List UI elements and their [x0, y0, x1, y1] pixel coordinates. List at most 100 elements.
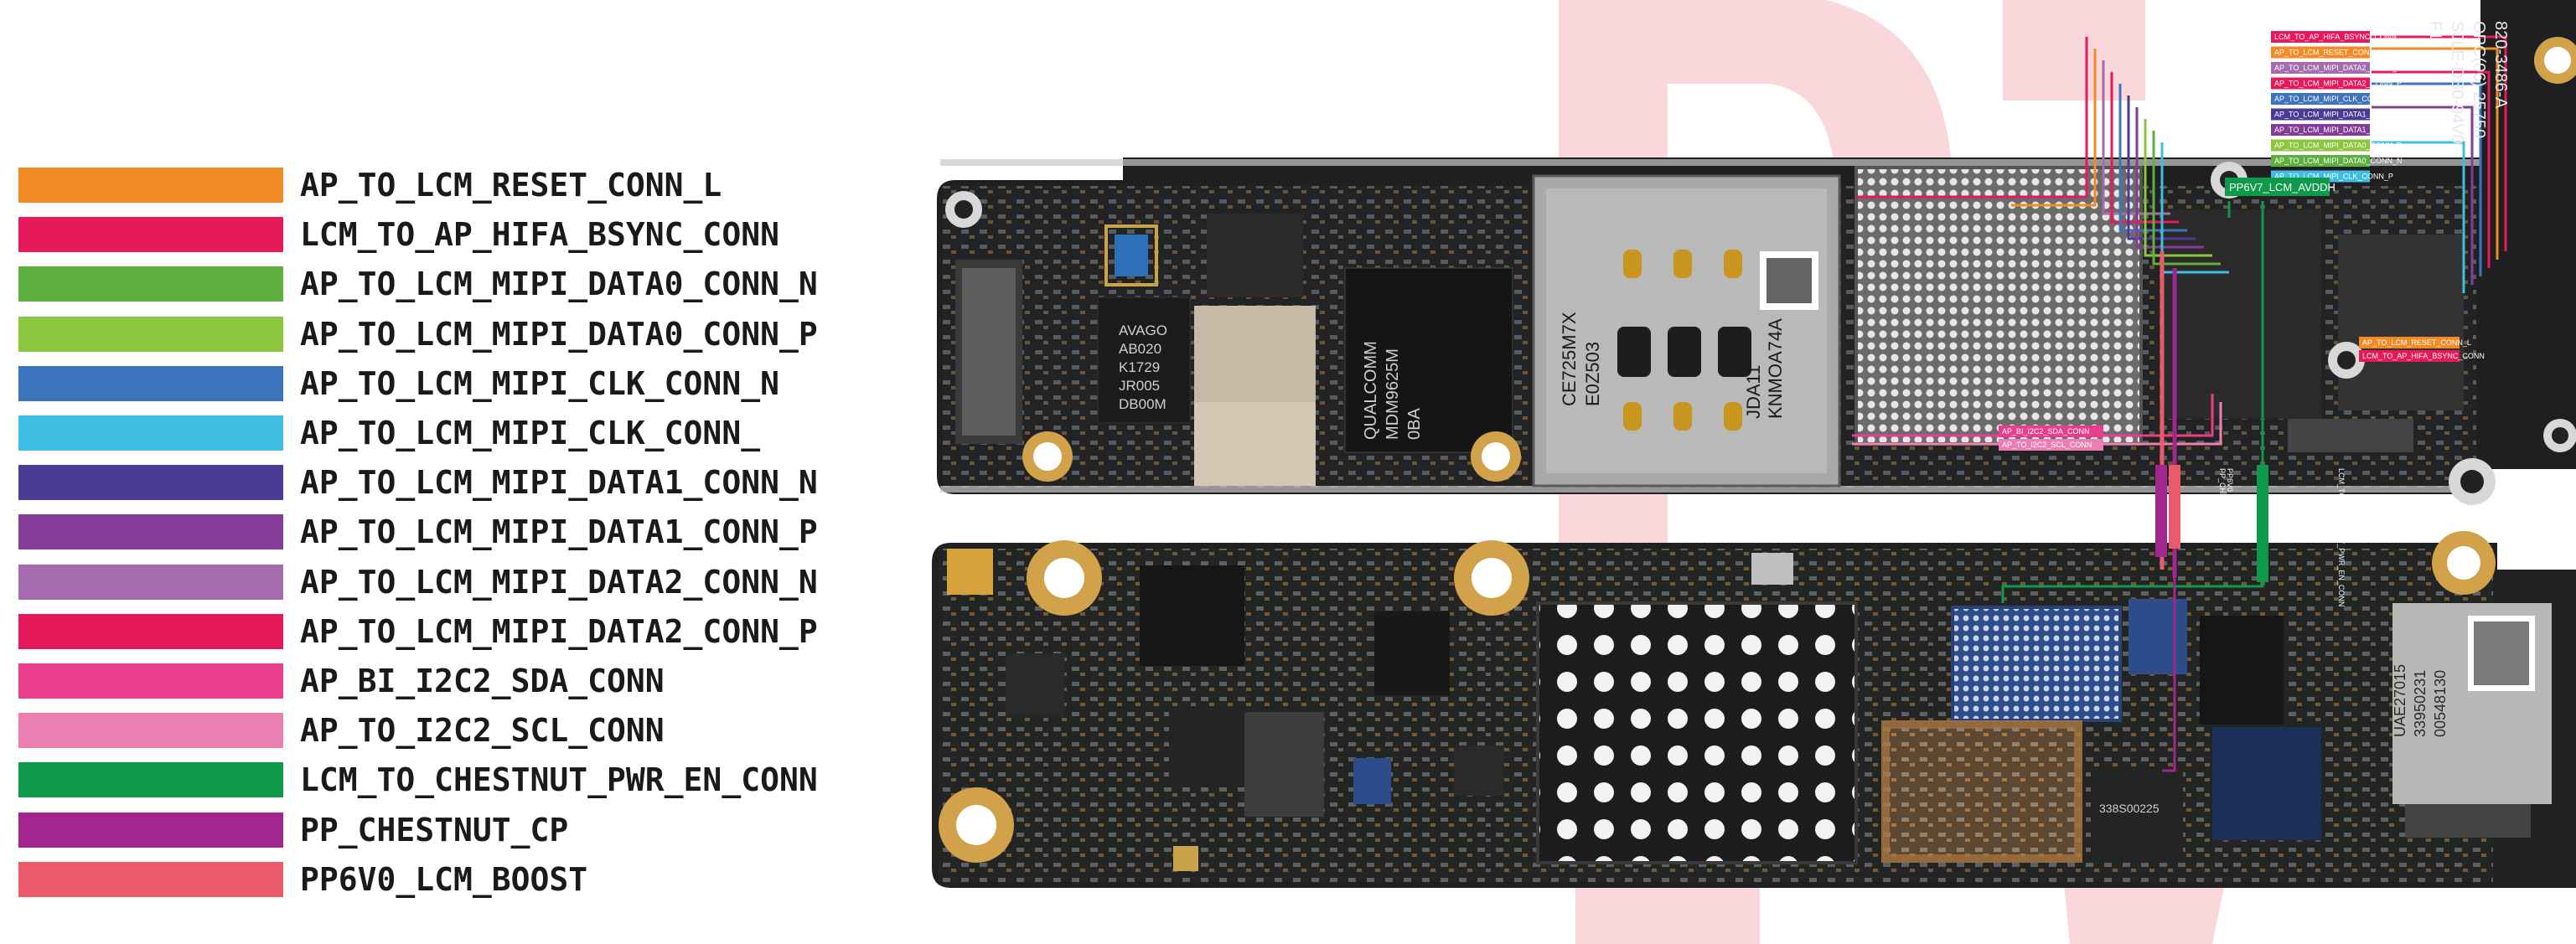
i2c-tag-box [1999, 439, 2103, 451]
net-tag-box [2271, 93, 2370, 105]
net-tag-box [2271, 31, 2370, 43]
right-tag-text: AP_TO_LCM_RESET_CONN_L [2362, 338, 2471, 347]
chip-text: F1 [2426, 21, 2444, 40]
net-tag: LCM_TO_AP_HIFA_BSYNC_CONN [2271, 31, 2397, 43]
net-tag-box [2271, 124, 2370, 136]
legend-label: PP_CHESTNUT_CP [300, 811, 569, 849]
legend-swatch [18, 316, 283, 352]
legend-swatch [18, 663, 283, 699]
right-tag-box [2359, 337, 2460, 348]
i2c-tag: AP_BI_I2C2_SDA_CONN [1999, 426, 2103, 437]
vertical-tag-text: PP6V0_LCM_BOOST [2226, 468, 2234, 543]
net-routes [1852, 35, 2507, 772]
chip-text: DB00M [1119, 396, 1166, 412]
net-tag: AP_TO_LCM_MIPI_DATA1_CONN_N [2271, 108, 2403, 121]
net-tag-text: AP_TO_LCM_MIPI_CLK_CONN_P [2274, 173, 2393, 181]
net-tag-text: AP_TO_LCM_MIPI_DATA2_CONN_N [2274, 64, 2403, 72]
vertical-tag-box [2257, 465, 2268, 582]
chip-text: E0Z503 [1582, 342, 1603, 406]
legend-label: AP_TO_LCM_MIPI_DATA2_CONN_P [300, 612, 818, 650]
net-tags: LCM_TO_AP_HIFA_BSYNC_CONN AP_TO_LCM_RESET… [2271, 31, 2403, 183]
net-tag-text: AP_TO_LCM_MIPI_DATA2_CONN_P [2274, 80, 2402, 88]
bottom-board [932, 531, 2576, 888]
legend-label: AP_TO_LCM_MIPI_DATA0_CONN_P [300, 315, 818, 353]
right-tag: LCM_TO_AP_HIFA_BSYNC_CONN [2359, 350, 2485, 362]
net-tag: AP_TO_LCM_MIPI_CLK_CONN_N [2271, 93, 2393, 105]
legend-label: AP_BI_I2C2_SDA_CONN [300, 663, 665, 699]
chip-text: CE725M7X [1559, 312, 1580, 406]
chip-text: OPC(06) 25750 [2470, 21, 2488, 138]
legend-swatch [18, 266, 283, 302]
legend-swatch [18, 564, 283, 600]
legend-label: LCM_TO_CHESTNUT_PWR_EN_CONN [300, 761, 818, 799]
chip-text: K1729 [1119, 359, 1160, 375]
legend-swatch [18, 465, 283, 501]
vertical-tag-box [2169, 465, 2180, 549]
legend-label: AP_TO_LCM_MIPI_DATA1_CONN_P [300, 513, 818, 551]
right-tags: AP_TO_LCM_RESET_CONN_L LCM_TO_AP_HIFA_BSY… [2359, 337, 2485, 362]
net-tag-text: AP_TO_LCM_MIPI_DATA1_CONN_N [2274, 111, 2403, 119]
legend-swatch [18, 861, 283, 897]
legend-swatch [18, 168, 283, 203]
legend-label: LCM_TO_AP_HIFA_BSYNC_CONN [300, 216, 779, 254]
legend-swatch [18, 415, 283, 451]
chip-text: JDA11 [1743, 365, 1764, 419]
legend-label: AP_TO_LCM_MIPI_CLK_CONN_N [300, 364, 779, 402]
chip-text: JR005 [1119, 378, 1160, 394]
legend-label: AP_TO_LCM_MIPI_DATA0_CONN_N [300, 266, 818, 303]
chip-text: 0BA [1405, 408, 1424, 440]
right-tag: AP_TO_LCM_RESET_CONN_L [2359, 337, 2471, 348]
chip-text: MDM9625M [1384, 348, 1402, 440]
net-tag: AP_TO_LCM_MIPI_DATA2_CONN_P [2271, 77, 2402, 90]
legend-swatch [18, 762, 283, 798]
legend-swatch [18, 713, 283, 749]
legend-swatch [18, 365, 283, 401]
chip-text: SJLE-DS0-94V0 [2448, 21, 2466, 144]
net-tag-text: AP_TO_LCM_RESET_CONN_L [2274, 49, 2383, 57]
legend-swatch [18, 217, 283, 253]
vertical-tag-text: PP_CHESTNUT_CP [2218, 468, 2227, 539]
net-tag-text: AP_TO_LCM_MIPI_CLK_CONN_N [2274, 95, 2393, 103]
legend-label: PP6V0_LCM_BOOST [300, 860, 588, 898]
i2c-tag: AP_TO_I2C2_SCL_CONN [1999, 439, 2103, 451]
net-tag: AP_TO_LCM_MIPI_DATA0_CONN_P [2271, 139, 2402, 152]
chip-text: 820-3486-A [2491, 21, 2510, 109]
legend-label: AP_TO_LCM_MIPI_DATA1_CONN_N [300, 464, 818, 502]
net-tag: AP_TO_LCM_MIPI_DATA0_CONN_N [2271, 155, 2403, 167]
net-tag-text: AP_TO_LCM_MIPI_DATA0_CONN_P [2274, 142, 2402, 150]
i2c-tag-text: AP_BI_I2C2_SDA_CONN [2002, 427, 2090, 436]
right-tag-text: LCM_TO_AP_HIFA_BSYNC_CONN [2362, 352, 2485, 360]
vertical-tag: PP_CHESTNUT_CP [2155, 465, 2227, 557]
legend-swatch [18, 812, 283, 848]
net-tag-box [2271, 108, 2370, 121]
net-tag-text: LCM_TO_AP_HIFA_BSYNC_CONN [2274, 33, 2397, 41]
net-tag-box [2271, 62, 2370, 74]
right-tag-box [2359, 350, 2460, 362]
pp-tag-box [2225, 178, 2330, 196]
net-tag-text: AP_TO_LCM_MIPI_DATA1_CONN_P [2274, 126, 2402, 134]
vertical-tag: LCM_TO_CHESTNUT_PWR_EN_CONN [2257, 465, 2346, 606]
net-tag: AP_TO_LCM_MIPI_DATA1_CONN_P [2271, 124, 2402, 136]
chip-text: QUALCOMM [1362, 341, 1380, 440]
net-tag-text: AP_TO_LCM_MIPI_DATA0_CONN_N [2274, 157, 2403, 165]
net-tag-box [2271, 46, 2370, 59]
legend-label: AP_TO_LCM_MIPI_CLK_CONN_ [300, 415, 761, 451]
legend-swatch [18, 514, 283, 550]
legend-swatch [18, 613, 283, 649]
vertical-tag: PP6V0_LCM_BOOST [2169, 465, 2234, 549]
chip-text: 00548130 [2432, 670, 2449, 737]
chip-text: KNMOA74A [1765, 318, 1786, 419]
i2c-tag-box [1999, 426, 2103, 437]
pp-tag: PP6V7_LCM_AVDDH [2229, 181, 2335, 193]
i2c-tags: AP_BI_I2C2_SDA_CONN AP_TO_I2C2_SCL_CONN [1999, 426, 2103, 451]
net-tag: AP_TO_LCM_MIPI_DATA2_CONN_N [2271, 62, 2403, 74]
chip-text: 338S00225 [2099, 802, 2160, 815]
legend-label: AP_TO_LCM_MIPI_DATA2_CONN_N [300, 563, 818, 601]
net-tag-box [2271, 139, 2370, 152]
net-tag: AP_TO_LCM_RESET_CONN_L [2271, 46, 2383, 59]
